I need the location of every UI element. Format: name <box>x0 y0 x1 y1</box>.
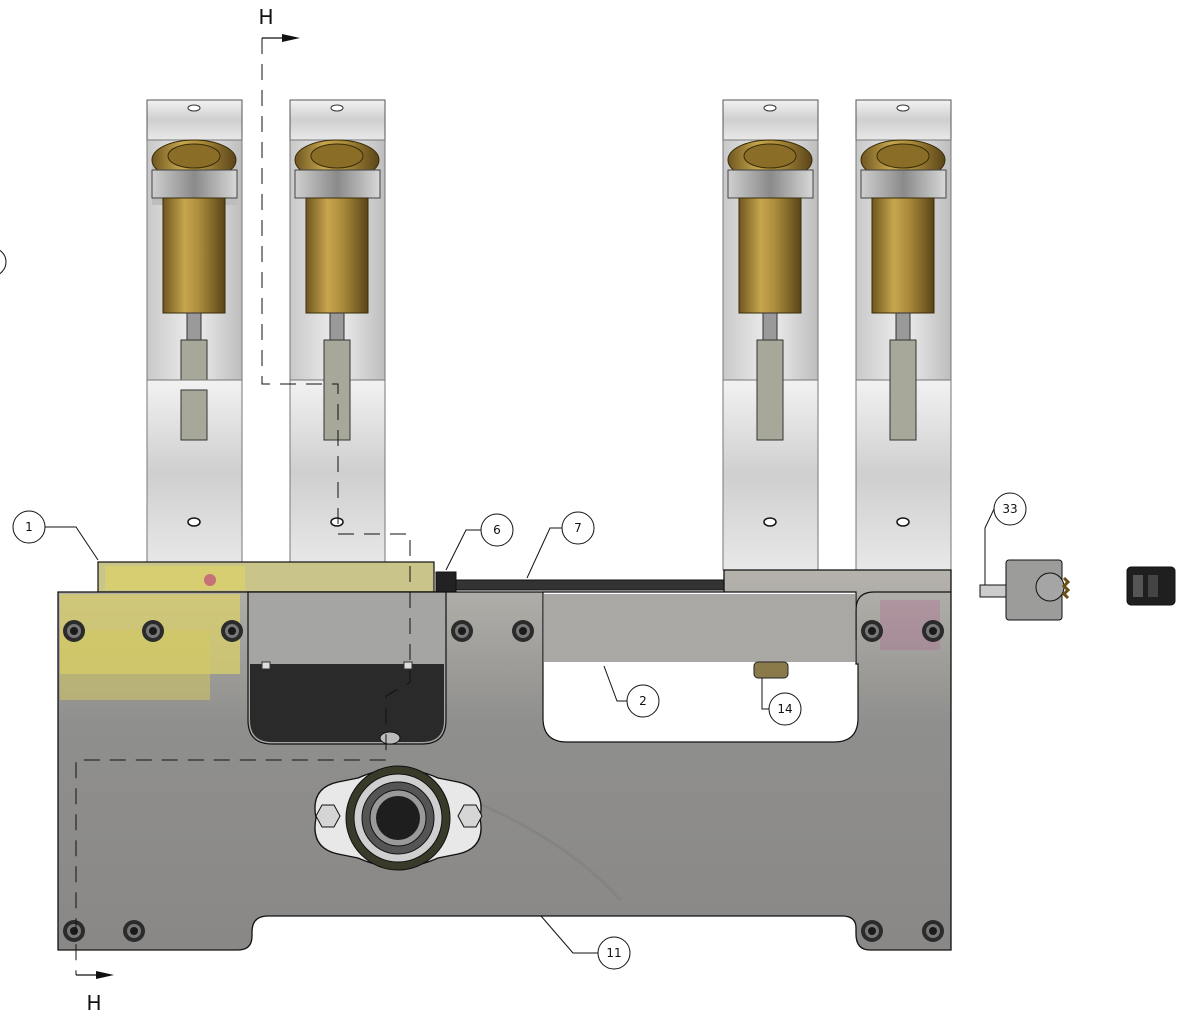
screws <box>63 620 944 942</box>
section-line-h-h <box>75 34 411 979</box>
arrow-right-icon <box>96 971 114 979</box>
balloon-2: 2 <box>603 665 660 718</box>
bolt-icon <box>457 804 483 828</box>
svg-text:6: 6 <box>493 523 501 537</box>
section-label-bottom: H <box>86 991 101 1015</box>
bushing-assembly-1 <box>146 99 243 566</box>
arrow-right-icon <box>282 34 300 42</box>
screw-icon <box>123 920 145 942</box>
screw-icon <box>861 620 883 642</box>
svg-text:33: 33 <box>1002 502 1017 516</box>
svg-text:7: 7 <box>574 521 582 535</box>
svg-text:1: 1 <box>25 520 33 534</box>
balloon-1: 1 <box>12 510 99 561</box>
screw-icon <box>512 620 534 642</box>
screw-icon <box>142 620 164 642</box>
detail-part-33 <box>979 559 1071 621</box>
section-label-top: H <box>258 5 273 29</box>
screw-icon <box>63 620 85 642</box>
right-notch-edge <box>855 591 951 640</box>
screw-icon <box>63 920 85 942</box>
flange-bearing <box>314 731 483 871</box>
detail-part-nut <box>1126 566 1176 606</box>
screw-icon <box>922 920 944 942</box>
bushing-assembly-4 <box>855 99 952 571</box>
bushing-assembly-3 <box>722 99 819 571</box>
left-pocket-tab-1 <box>261 661 271 670</box>
block-part-6 <box>435 571 457 593</box>
screw-icon <box>451 620 473 642</box>
svg-text:11: 11 <box>606 946 621 960</box>
balloon-6: 6 <box>445 513 514 571</box>
balloon-11: 11 <box>540 915 631 970</box>
balloon-14: 14 <box>761 678 802 726</box>
svg-text:2: 2 <box>639 694 647 708</box>
screw-icon <box>221 620 243 642</box>
left-pocket-tab-2 <box>403 661 413 670</box>
svg-text:14: 14 <box>777 702 792 716</box>
partial-balloon-left-edge <box>0 249 7 275</box>
bolt-icon <box>315 804 341 828</box>
screw-icon <box>922 620 944 642</box>
top-rail-part-1 <box>97 561 435 593</box>
part-14-post <box>753 661 789 679</box>
left-pocket-dark-insert <box>250 664 444 742</box>
balloon-7: 7 <box>526 511 595 579</box>
balloon-33: 33 <box>984 492 1027 585</box>
right-pocket-photo-band <box>544 594 855 662</box>
strip-part-7 <box>455 579 725 591</box>
screw-icon <box>861 920 883 942</box>
